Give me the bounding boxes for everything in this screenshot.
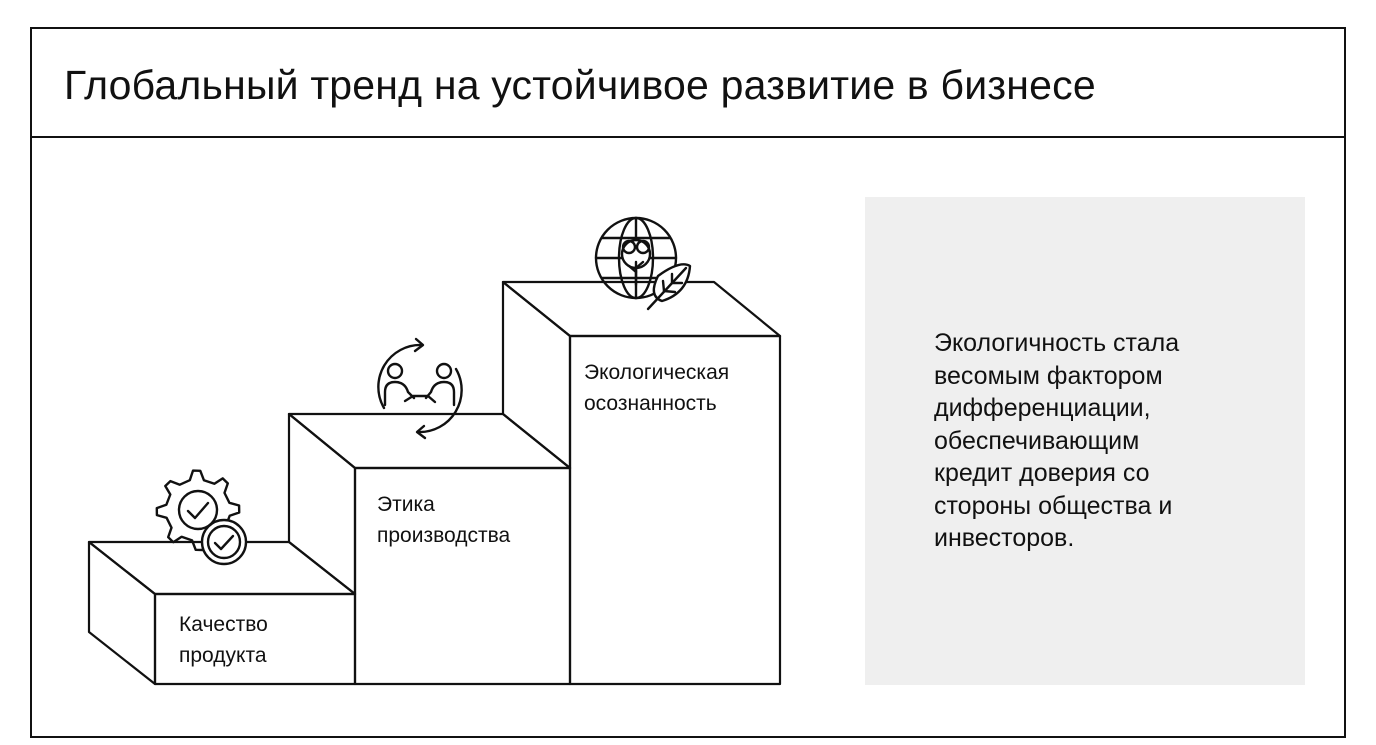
- step-label-line: Качество: [179, 613, 268, 636]
- step-label-ecology: Экологическая осознанность: [584, 357, 729, 419]
- info-line: Экологичность стала: [934, 329, 1180, 357]
- header-bar: Глобальный тренд на устойчивое развитие …: [32, 29, 1344, 138]
- step-label-quality: Качество продукта: [179, 609, 268, 671]
- step-label-line: продукта: [179, 644, 267, 667]
- info-line: весомым фактором: [934, 361, 1163, 390]
- page-title: Глобальный тренд на устойчивое развитие …: [64, 62, 1096, 108]
- slide-frame: Глобальный тренд на устойчивое развитие …: [30, 27, 1346, 738]
- info-line: инвесторов.: [934, 524, 1075, 552]
- info-line: кредит доверия со: [934, 459, 1150, 487]
- info-line: обеспечивающим: [934, 426, 1140, 455]
- globe-tree-leaf-icon: [594, 216, 692, 311]
- info-panel: Экологичность стала весомым фактором диф…: [865, 197, 1305, 685]
- step-label-line: Экологическая: [584, 361, 730, 384]
- info-text: Экологичность стала весомым фактором диф…: [934, 327, 1285, 555]
- gear-check-icon: [155, 469, 248, 566]
- step-label-line: осознанность: [584, 392, 717, 415]
- info-line: дифференциации,: [934, 394, 1151, 422]
- step-label-line: Этика: [377, 493, 435, 516]
- step-label-ethics: Этика производства: [377, 489, 510, 551]
- info-line: стороны общества и: [934, 491, 1173, 520]
- step-3-block: [501, 280, 782, 686]
- handshake-cycle-icon: [377, 337, 463, 440]
- step-label-line: производства: [377, 524, 511, 547]
